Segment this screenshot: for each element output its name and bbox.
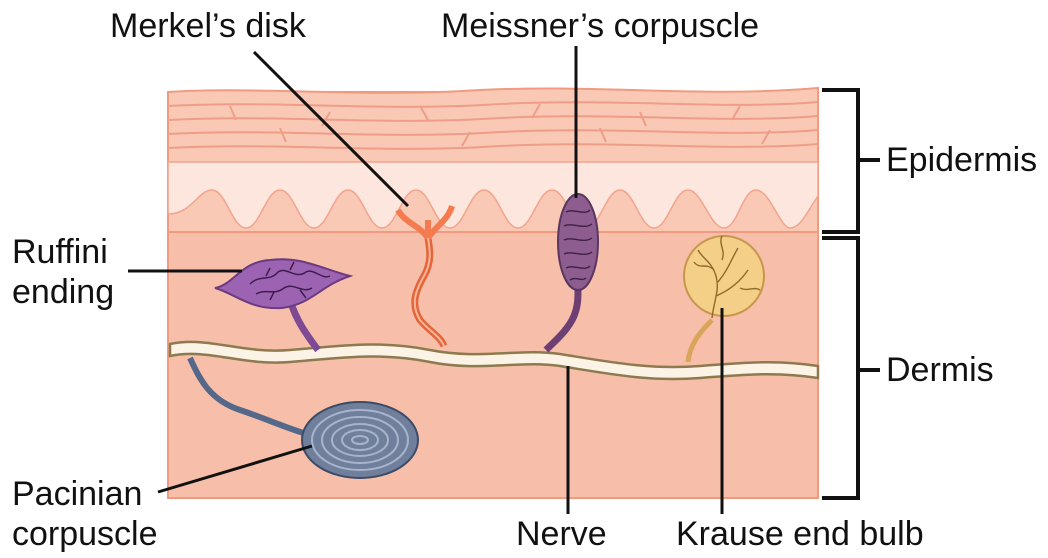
meissners-corpuscle <box>543 193 599 353</box>
label-merkels-disk: Merkel’s disk <box>110 7 306 45</box>
label-pacinian-line2: corpuscle <box>12 515 158 553</box>
bracket-dermis <box>822 236 880 500</box>
label-meissners-corpuscle: Meissner’s corpuscle <box>441 7 760 45</box>
main-nerve <box>168 340 820 381</box>
epidermis-strata <box>167 101 819 150</box>
krause-end-bulb <box>683 235 765 363</box>
label-krause-end-bulb: Krause end bulb <box>676 515 924 553</box>
bracket-epidermis <box>822 88 880 234</box>
label-pacinian-line1: Pacinian <box>12 475 143 513</box>
label-nerve: Nerve <box>516 515 607 553</box>
leader-lines <box>128 46 724 514</box>
label-ruffini-line2: ending <box>12 273 115 311</box>
leader-merkels-disk <box>252 50 410 208</box>
merkels-disk <box>395 204 455 348</box>
label-dermis: Dermis <box>886 351 994 389</box>
label-epidermis: Epidermis <box>886 141 1038 179</box>
ruffini-ending <box>214 258 354 353</box>
leader-pacinian-corpuscle <box>157 444 313 494</box>
label-ruffini-line1: Ruffini <box>12 233 108 271</box>
pacinian-corpuscle <box>187 356 419 479</box>
epidermal-ridges <box>167 161 819 229</box>
